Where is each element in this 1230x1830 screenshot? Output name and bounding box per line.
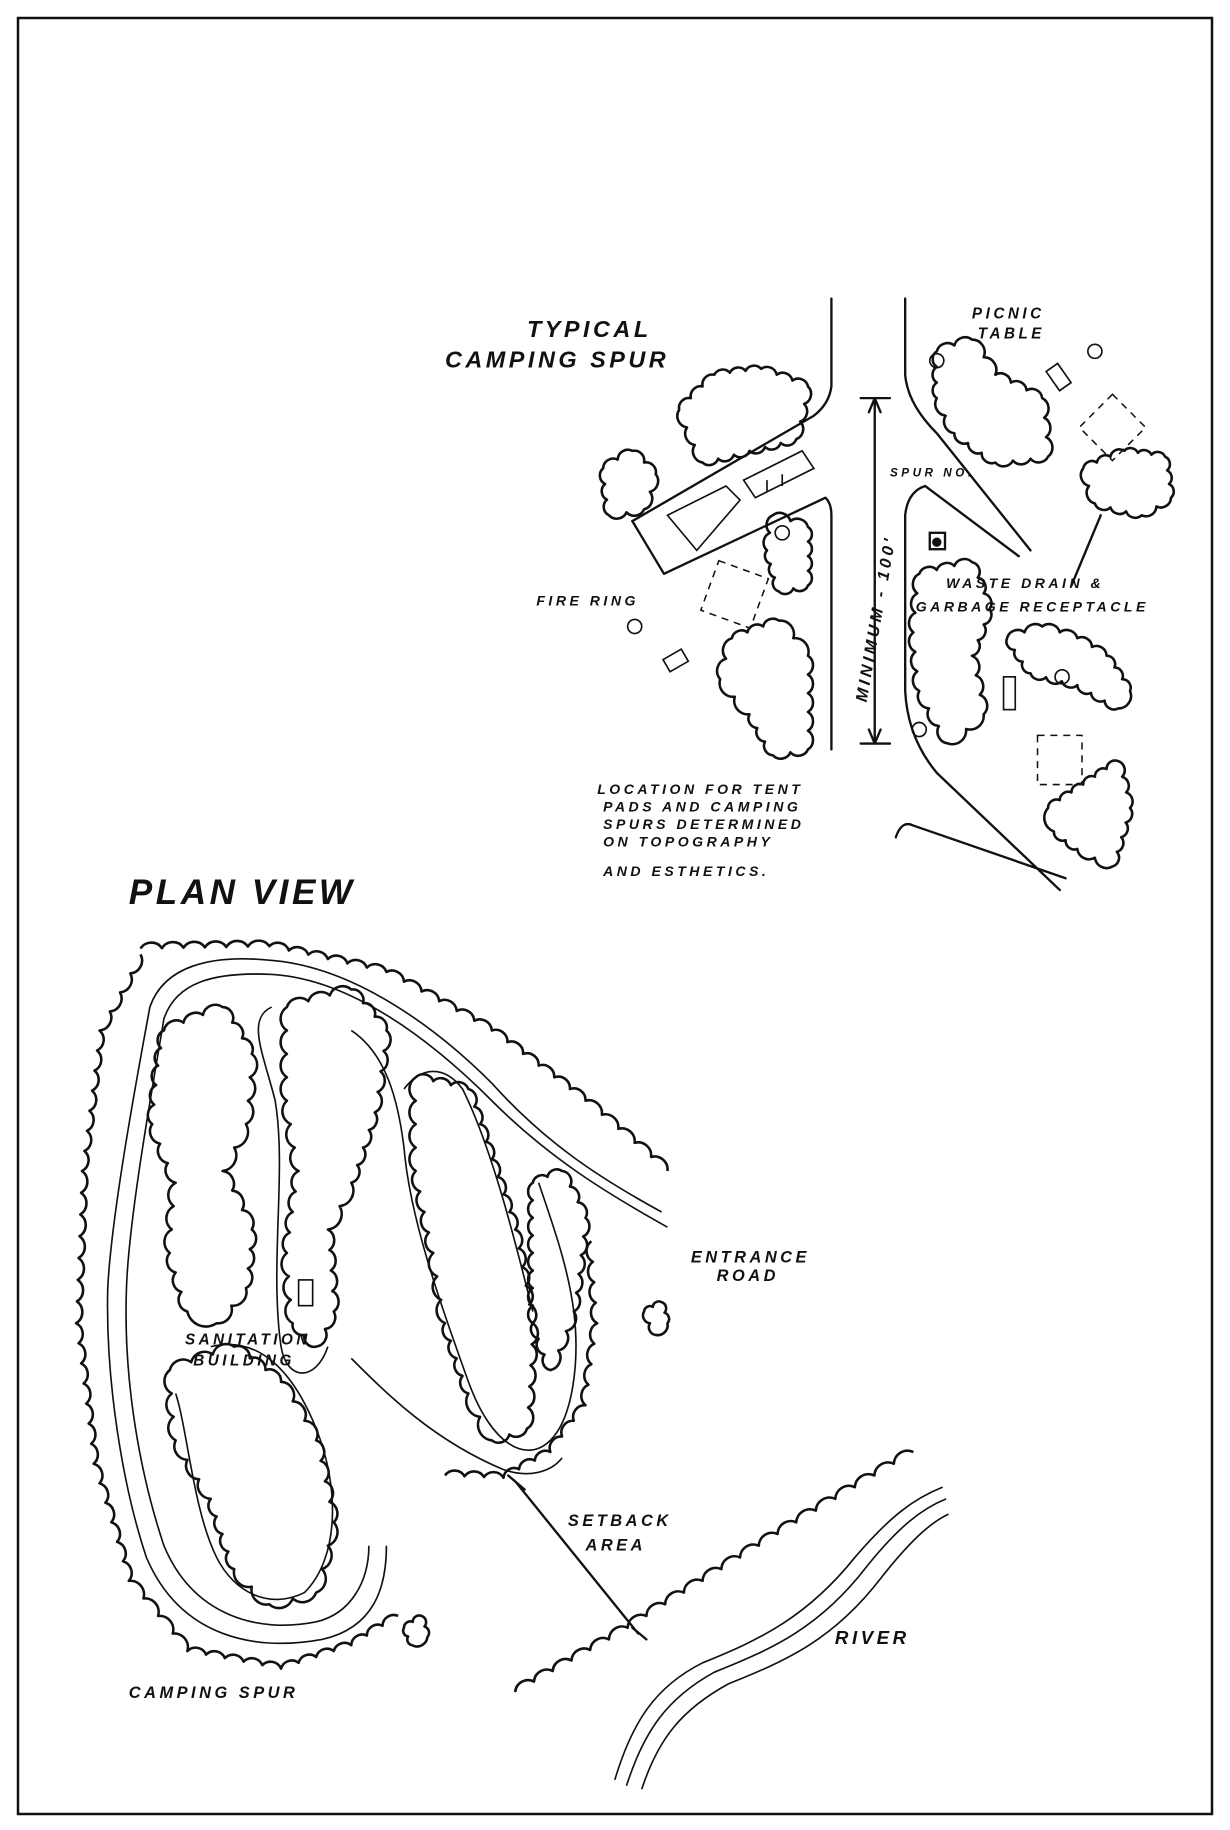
tree-cluster bbox=[74, 953, 399, 1670]
plan-view: PLAN VIEW ENTRANCE ROAD SANITATION BUILD… bbox=[74, 873, 949, 1790]
tree-cluster bbox=[762, 511, 814, 596]
setback-line bbox=[507, 1474, 648, 1641]
setback-area-label-line2: AREA bbox=[585, 1536, 646, 1554]
tree-clusters-plan bbox=[74, 939, 914, 1693]
river-label: RIVER bbox=[835, 1627, 910, 1648]
entrance-road-label-line1: ENTRANCE bbox=[691, 1248, 810, 1266]
fire-ring-label: FIRE RING bbox=[536, 592, 639, 608]
tent-pad bbox=[1036, 734, 1083, 786]
river-bank bbox=[640, 1513, 949, 1790]
note-line: SPURS DETERMINED bbox=[603, 816, 804, 832]
river-bank bbox=[625, 1498, 947, 1787]
setback-area-label-line1: SETBACK bbox=[568, 1512, 672, 1530]
tree-cluster bbox=[676, 364, 813, 467]
tree-cluster bbox=[408, 1072, 540, 1444]
fire-ring-icon bbox=[911, 721, 928, 738]
tent-pad bbox=[1078, 393, 1147, 462]
picnic-table-label-line1: PICNIC bbox=[972, 306, 1045, 323]
sanitation-building-label-line2: BUILDING bbox=[193, 1352, 295, 1369]
tree-cluster bbox=[513, 1449, 914, 1693]
tree-cluster bbox=[1043, 759, 1134, 870]
picnic-table-icon bbox=[1002, 676, 1017, 711]
trailer-icon bbox=[666, 484, 742, 552]
tree-cluster bbox=[715, 617, 815, 760]
note-line: PADS AND CAMPING bbox=[603, 799, 801, 815]
loop-road-lower bbox=[174, 1343, 334, 1601]
typical-spur-title-line2: CAMPING SPUR bbox=[445, 347, 669, 373]
tree-cluster bbox=[641, 1300, 671, 1337]
waste-drain-icon bbox=[928, 531, 947, 551]
tree-cluster bbox=[598, 448, 660, 520]
tree-cluster bbox=[443, 1240, 599, 1480]
picnic-table-icon bbox=[1044, 362, 1073, 392]
road-edge-right-tick bbox=[1070, 514, 1102, 587]
loop-road-outer-edge bbox=[106, 957, 663, 1645]
loop-road-inner-2 bbox=[350, 1070, 563, 1475]
fire-ring-icon bbox=[626, 618, 643, 635]
sanitation-building-label-line1: SANITATION bbox=[185, 1331, 311, 1348]
fire-ring-icon bbox=[1087, 343, 1103, 360]
river-bank bbox=[613, 1486, 943, 1781]
fire-ring-icon bbox=[774, 524, 791, 541]
tree-cluster bbox=[931, 335, 1054, 468]
dimension-arrow bbox=[859, 396, 892, 745]
tree-cluster bbox=[146, 1003, 259, 1328]
tree-cluster bbox=[1005, 622, 1133, 711]
note-line: AND ESTHETICS. bbox=[602, 863, 769, 879]
loop-road-inner bbox=[257, 1006, 577, 1451]
road-edge-left-lower bbox=[631, 496, 833, 751]
spur-number-label: SPUR NO. bbox=[890, 467, 975, 480]
dimension-label: MINIMUM - 100' bbox=[853, 534, 900, 703]
note-line: LOCATION FOR TENT bbox=[597, 781, 803, 797]
plan-view-title: PLAN VIEW bbox=[129, 873, 356, 912]
road-edge-left-upper bbox=[631, 297, 833, 523]
page-border bbox=[16, 16, 1214, 1816]
waste-drain-label-line2: GARBAGE RECEPTACLE bbox=[916, 598, 1149, 614]
location-note: LOCATION FOR TENT PADS AND CAMPING SPURS… bbox=[597, 781, 804, 879]
waste-drain-label-line1: WASTE DRAIN & bbox=[946, 575, 1104, 591]
tree-cluster bbox=[163, 1342, 339, 1610]
road-edge-right-upper bbox=[904, 297, 1032, 552]
tree-cluster bbox=[401, 1614, 431, 1648]
tree-cluster bbox=[279, 984, 392, 1349]
picnic-table-icon bbox=[661, 647, 690, 673]
car-icon bbox=[742, 449, 816, 499]
tent-pad bbox=[699, 559, 770, 630]
camping-spur-label: CAMPING SPUR bbox=[129, 1684, 299, 1702]
waste-drain-dot bbox=[932, 537, 942, 547]
entrance-road-label-line2: ROAD bbox=[717, 1267, 779, 1285]
road-edge-right-lower bbox=[894, 484, 1067, 892]
loop-road-outer bbox=[125, 973, 668, 1626]
tree-cluster bbox=[526, 1168, 591, 1372]
typical-spur-title-line1: TYPICAL bbox=[527, 316, 652, 342]
tree-cluster bbox=[139, 939, 669, 1172]
note-line: ON TOPOGRAPHY bbox=[603, 834, 773, 850]
tree-clusters-detail bbox=[598, 335, 1176, 870]
tree-cluster bbox=[907, 557, 993, 746]
tree-cluster bbox=[1079, 446, 1176, 520]
typical-spur-detail: TYPICAL CAMPING SPUR MINIMUM - 100' SPUR… bbox=[445, 297, 1176, 892]
sanitation-building-icon bbox=[297, 1279, 314, 1307]
picnic-table-label-line2: TABLE bbox=[978, 325, 1045, 342]
